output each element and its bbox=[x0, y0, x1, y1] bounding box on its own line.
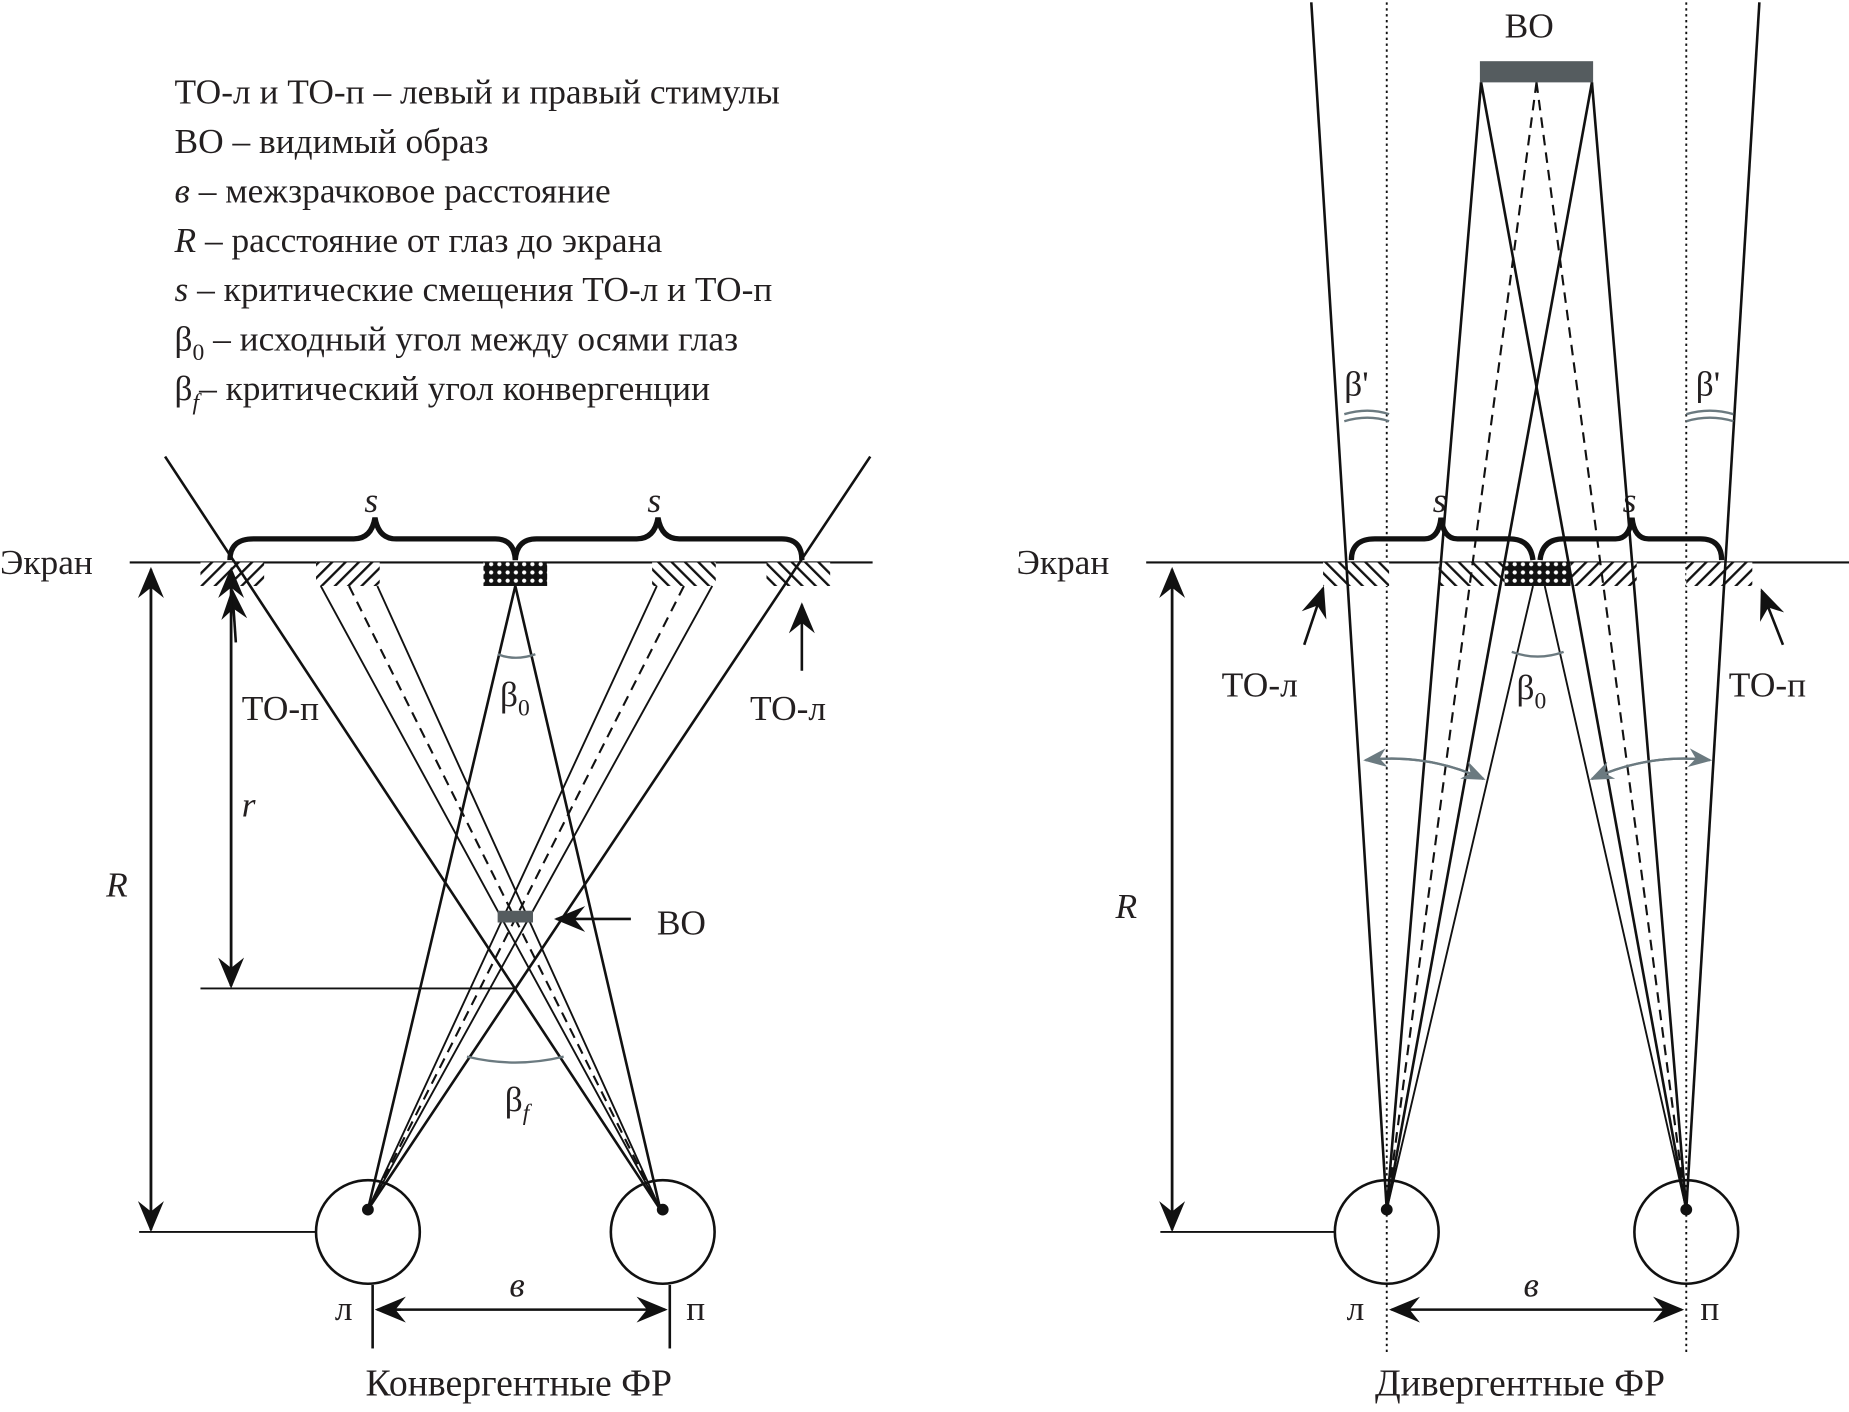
eye-right bbox=[1633, 1178, 1740, 1286]
caption-divergent: Дивергентные ФР bbox=[1375, 1363, 1665, 1405]
brace-s-right bbox=[1537, 517, 1725, 561]
to-p-label: ТО-п bbox=[242, 689, 319, 728]
legend-item: R – расстояние от глаз до экрана bbox=[174, 221, 663, 260]
beta-prime-arc-left bbox=[1343, 409, 1390, 416]
convergent-diagram: Экран s s ВО β0 βf ТО bbox=[0, 455, 873, 1405]
visible-image bbox=[1479, 61, 1594, 83]
eye-left bbox=[314, 1178, 422, 1286]
screen-label: Экран bbox=[0, 543, 93, 582]
eye-right-label: п bbox=[1700, 1289, 1719, 1328]
stimulus-to-p bbox=[316, 562, 380, 586]
s-label: s bbox=[364, 481, 378, 520]
to-l-label: ТО-л bbox=[750, 689, 826, 728]
eye-left-label: л bbox=[335, 1289, 353, 1328]
beta-prime-arc-right bbox=[1685, 409, 1734, 416]
caption-convergent: Конвергентные ФР bbox=[366, 1363, 672, 1405]
stimulus-center bbox=[1504, 562, 1571, 586]
eye-left-label: л bbox=[1347, 1289, 1365, 1328]
betaf-arc bbox=[466, 1055, 564, 1064]
screen-label: Экран bbox=[1016, 543, 1109, 582]
beta-prime-left: β' bbox=[1344, 364, 1368, 403]
legend-item: s – критические смещения ТО-л и ТО-п bbox=[175, 270, 773, 309]
stimulus-to-p-outer bbox=[1686, 562, 1753, 586]
legend-item: ТО-л и ТО-п – левый и правый стимулы bbox=[175, 73, 780, 112]
to-l-arrow bbox=[1301, 585, 1327, 646]
r-label: r bbox=[242, 786, 256, 825]
legend-item: ВО – видимый образ bbox=[175, 122, 489, 161]
pupil-right bbox=[656, 1203, 669, 1216]
vo-label: ВО bbox=[657, 903, 706, 942]
to-p-arrow bbox=[221, 588, 248, 643]
brace-s-left bbox=[227, 517, 518, 561]
beta0-label: β0 bbox=[1516, 668, 1546, 714]
betaf-label: βf bbox=[505, 1080, 533, 1126]
beta0-arc bbox=[497, 653, 536, 659]
eye-right bbox=[609, 1178, 716, 1286]
legend-item: β0 – исходный угол между осями глаз bbox=[175, 320, 739, 366]
to-l-label: ТО-л bbox=[1222, 666, 1298, 705]
ray bbox=[366, 455, 872, 1211]
pupil-left bbox=[362, 1203, 374, 1216]
to-p-label: ТО-п bbox=[1729, 666, 1806, 705]
brace-s-right bbox=[512, 517, 805, 561]
legend: ТО-л и ТО-п – левый и правый стимулы ВО … bbox=[174, 73, 780, 416]
R-label: R bbox=[105, 866, 128, 905]
brace-s-left bbox=[1348, 517, 1536, 561]
ray bbox=[164, 455, 662, 1211]
ipd-label: в bbox=[1524, 1266, 1539, 1305]
legend-item: в – межзрачковое расстояние bbox=[175, 171, 611, 210]
stimulus-center bbox=[483, 562, 548, 586]
stimulus-to-p bbox=[1570, 562, 1637, 586]
beta0-label: β0 bbox=[500, 675, 530, 721]
eye-right-label: п bbox=[686, 1289, 705, 1328]
vo-label: ВО bbox=[1505, 7, 1554, 46]
stimulus-to-l-outer bbox=[766, 562, 831, 586]
stimulus-to-l bbox=[652, 562, 716, 586]
ipd-label: в bbox=[509, 1266, 524, 1305]
to-p-arrow bbox=[1760, 588, 1785, 646]
legend-item: βf– критический угол конвергенции bbox=[175, 369, 711, 415]
stimulus-to-l-outer bbox=[1323, 562, 1390, 586]
visible-image bbox=[497, 910, 534, 923]
s-label: s bbox=[1433, 481, 1447, 520]
R-label: R bbox=[1115, 887, 1138, 926]
eye-left bbox=[1333, 1178, 1440, 1286]
beta0-arc bbox=[1511, 650, 1565, 658]
beta-prime-right: β' bbox=[1696, 364, 1720, 403]
s-label: s bbox=[647, 481, 661, 520]
divergent-diagram: Экран ВО s s β' bbox=[1016, 2, 1849, 1405]
